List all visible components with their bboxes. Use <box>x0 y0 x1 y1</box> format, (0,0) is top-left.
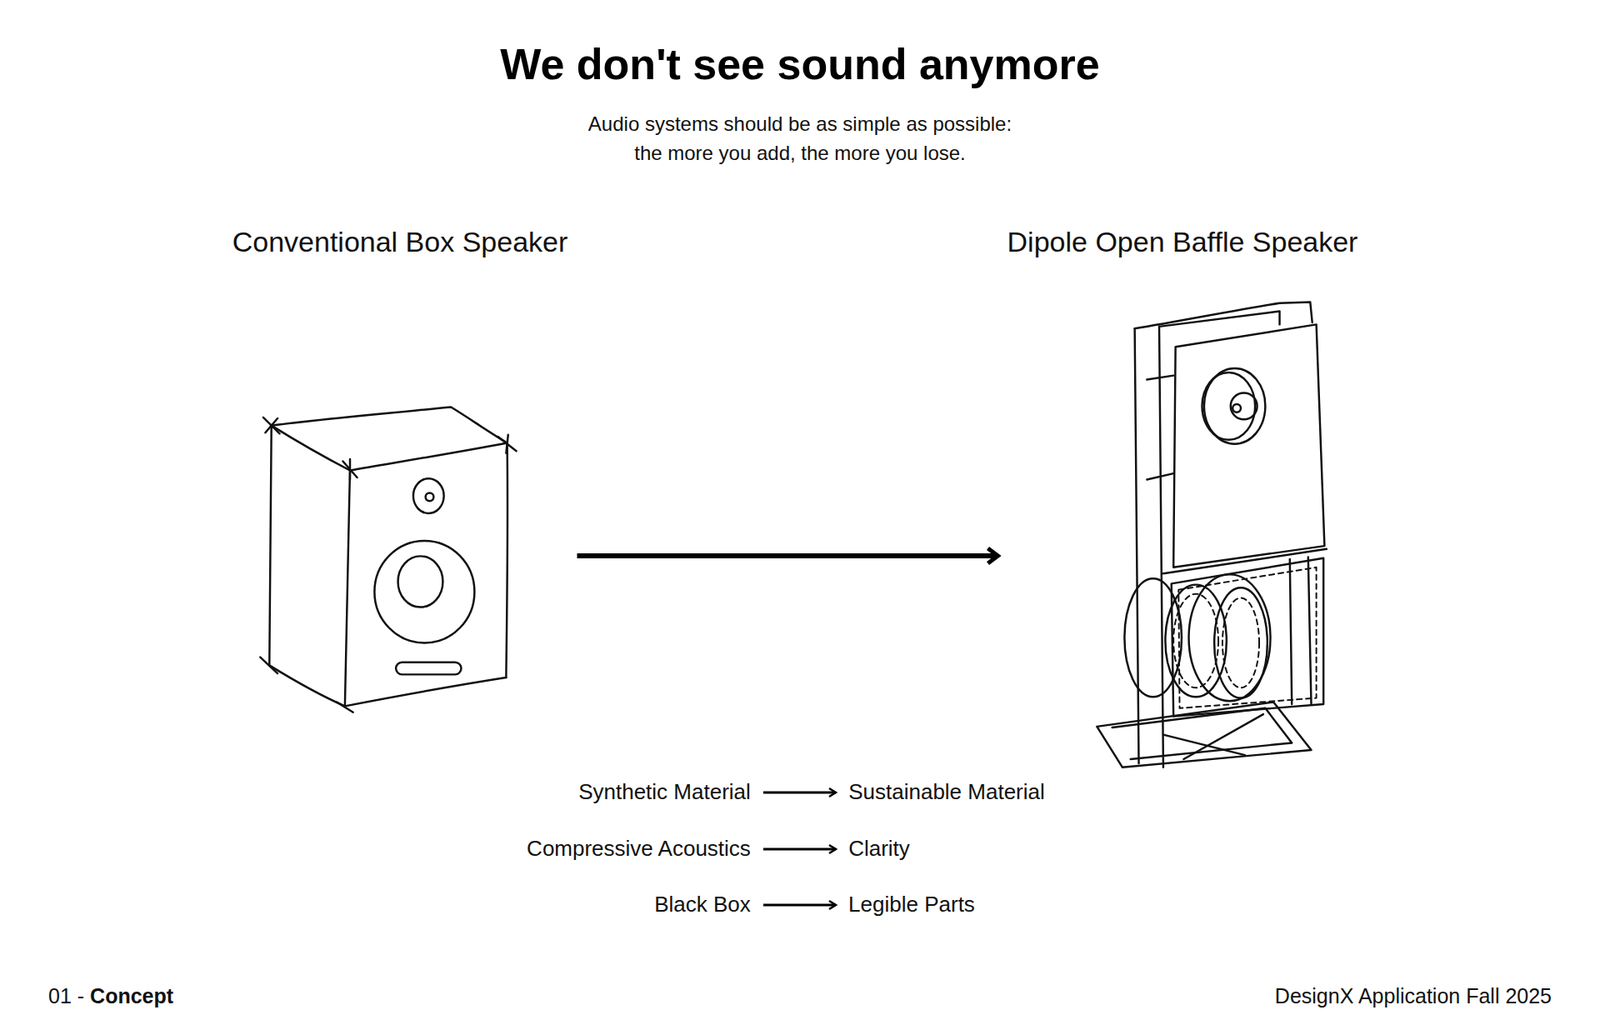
concept-term: Black Box <box>643 888 762 922</box>
mapping-arrow <box>763 904 836 907</box>
concept-term: Clarity <box>837 832 921 866</box>
cabinet-edge <box>505 442 508 678</box>
frame-post <box>1135 328 1140 764</box>
label-slot: Concept <box>90 983 174 1010</box>
woofer-cone <box>398 555 444 607</box>
baffle-panel <box>1173 324 1325 567</box>
cabinet-edge <box>271 407 508 444</box>
node-heading: Black Box <box>653 891 752 918</box>
corner-mark <box>342 459 357 480</box>
node-heading: Legible Parts <box>847 891 976 918</box>
frame-post <box>1159 326 1164 768</box>
section-name: Concept <box>90 983 174 1010</box>
node-heading: Clarity <box>847 835 911 862</box>
node-heading: Dipole Open Baffle Speaker <box>1006 225 1360 260</box>
midrange-rim <box>1201 372 1255 440</box>
frame-post <box>1290 557 1312 705</box>
label-slot: 01 - <box>48 983 85 1010</box>
tweeter-dome <box>425 492 435 501</box>
page-title: We don't see sound anymore <box>500 38 1100 90</box>
woofer-frame-inner <box>1178 567 1316 709</box>
cabinet-edge <box>271 425 350 471</box>
transition-arrow <box>577 553 999 559</box>
corner-mark <box>263 417 280 435</box>
woofer-frame <box>1171 558 1324 717</box>
woofer <box>1214 587 1268 698</box>
frame-rung <box>1146 375 1174 480</box>
woofer <box>374 540 475 643</box>
cabinet-edge <box>350 442 508 470</box>
mapping-arrow <box>763 791 836 795</box>
corner-mark <box>498 435 517 454</box>
node-heading: Compressive Acoustics <box>525 835 752 862</box>
label-slot: Audio systems should be as simple as pos… <box>581 109 1020 168</box>
node-heading: Conventional Box Speaker <box>231 225 570 260</box>
page-number: 01 - <box>48 983 85 1010</box>
concept-term: Sustainable Material <box>837 775 1056 810</box>
concept-term: Synthetic Material <box>567 775 762 810</box>
speaker-panel: Dipole Open Baffle Speaker <box>1000 221 1366 780</box>
title-slot: We don't see sound anymore <box>500 38 1100 90</box>
woofer-cone <box>1173 594 1219 689</box>
stand-brace <box>1163 714 1264 760</box>
cabinet-edge <box>269 665 345 706</box>
corner-mark <box>260 657 278 675</box>
woofer-outline <box>1189 574 1271 701</box>
node-heading: Synthetic Material <box>577 779 752 805</box>
bass-port <box>395 662 461 675</box>
tweeter <box>413 478 445 514</box>
midrange-dome <box>1232 404 1241 413</box>
stand-base <box>1096 701 1311 767</box>
concept-term: Legible Parts <box>837 888 986 922</box>
woofer <box>1165 585 1226 698</box>
cabinet-edge <box>345 677 506 706</box>
stand-base-inner <box>1112 708 1293 760</box>
subtitle: Audio systems should be as simple as pos… <box>581 109 1020 168</box>
corner-mark <box>336 701 354 712</box>
frame-edge <box>1159 310 1280 326</box>
woofer-cone <box>1222 598 1260 689</box>
midrange-cone <box>1230 392 1258 420</box>
label-slot: DesignX Application Fall 2025 <box>1275 983 1552 1010</box>
frame-edge <box>1135 301 1313 329</box>
concept-term: Compressive Acoustics <box>515 832 762 866</box>
open-baffle-sketch <box>1096 301 1327 767</box>
footer-note: DesignX Application Fall 2025 <box>1275 983 1552 1010</box>
speaker-panel: Conventional Box Speaker <box>225 221 576 724</box>
node-heading: Sustainable Material <box>847 779 1046 805</box>
mapping-arrow <box>763 848 836 851</box>
cabinet-edge <box>345 470 350 706</box>
box-speaker-sketch <box>260 407 516 713</box>
cabinet-edge <box>269 425 271 666</box>
